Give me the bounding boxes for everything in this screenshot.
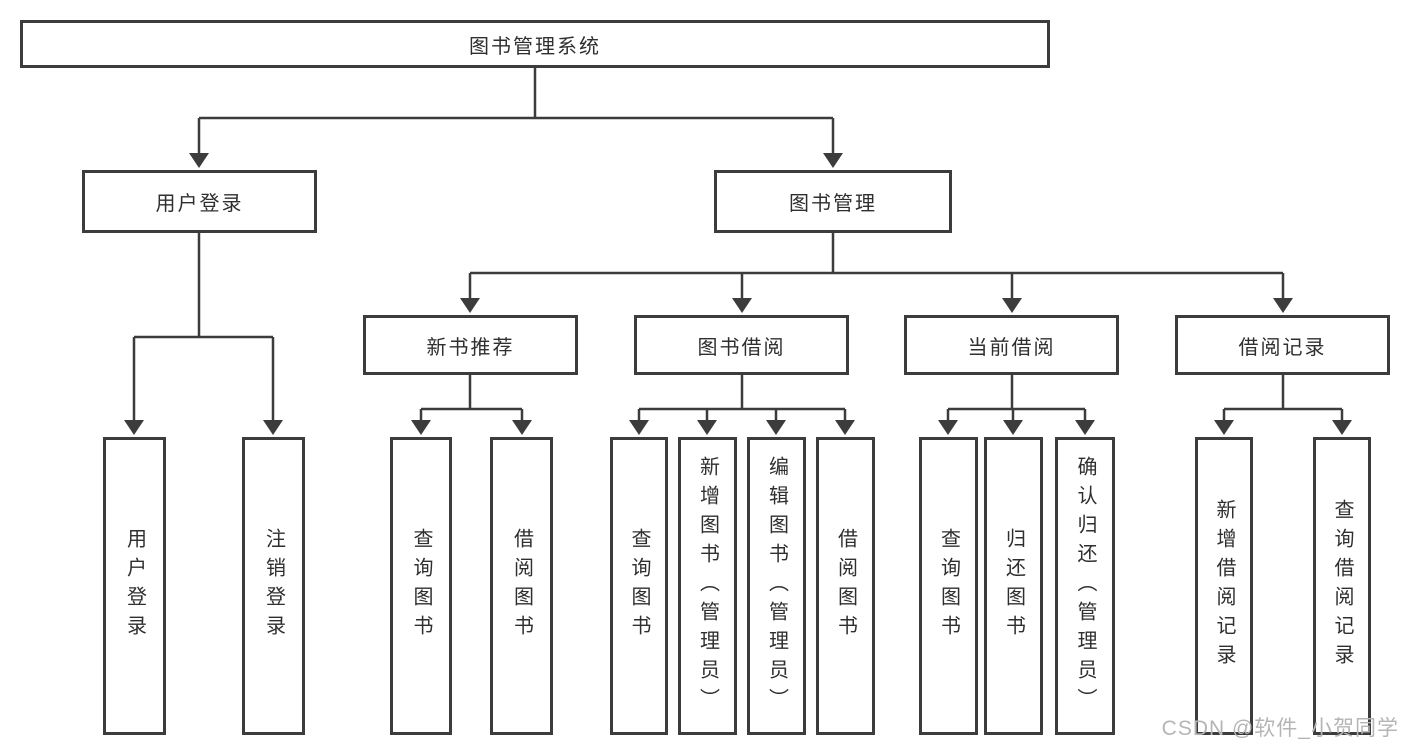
leaf-label: 归还图书: [1002, 528, 1025, 644]
leaf-borrow-books-borrowing: 借阅图书: [816, 437, 875, 735]
leaf-query-books-recommendation: 查询图书: [390, 437, 452, 735]
leaf-user-login: 用户登录: [103, 437, 166, 735]
leaf-query-borrow-record: 查询借阅记录: [1313, 437, 1371, 735]
node-label: 当前借阅: [967, 336, 1056, 359]
leaf-borrow-books-recommendation: 借阅图书: [490, 437, 553, 735]
leaf-edit-books-admin: 编辑图书（管理员）: [747, 437, 806, 735]
leaf-label: 编辑图书（管理员）: [765, 455, 788, 717]
leaf-label: 用户登录: [123, 528, 146, 644]
leaf-query-books-current: 查询图书: [919, 437, 978, 735]
csdn-watermark: CSDN @软件_小贺同学: [1161, 717, 1399, 740]
node-label: 用户登录: [155, 193, 244, 215]
node-book-borrowing: 图书借阅: [634, 315, 849, 375]
node-borrowing-records: 借阅记录: [1175, 315, 1390, 375]
leaf-label: 查询借阅记录: [1331, 499, 1353, 673]
leaf-add-books-admin: 新增图书（管理员）: [678, 437, 737, 735]
leaf-add-borrow-record: 新增借阅记录: [1195, 437, 1253, 735]
leaf-label: 借阅图书: [834, 528, 857, 644]
leaf-confirm-return-admin: 确认归还（管理员）: [1055, 437, 1115, 735]
node-book-management: 图书管理: [714, 170, 952, 233]
leaf-return-books: 归还图书: [984, 437, 1043, 735]
leaf-label: 查询图书: [628, 528, 650, 644]
leaf-label: 确认归还（管理员）: [1074, 455, 1096, 717]
node-label: 图书管理: [789, 193, 877, 215]
node-current-borrowing: 当前借阅: [904, 315, 1119, 375]
node-user-login: 用户登录: [82, 170, 317, 233]
leaf-label: 查询图书: [410, 528, 432, 644]
node-label: 图书管理系统: [469, 35, 601, 58]
node-label: 新书推荐: [426, 336, 515, 359]
leaf-query-books-borrowing: 查询图书: [610, 437, 668, 735]
leaf-label: 新增图书（管理员）: [696, 455, 719, 717]
node-new-book-recommendation: 新书推荐: [363, 315, 578, 375]
leaf-label: 借阅图书: [510, 528, 533, 644]
leaf-logout: 注销登录: [242, 437, 305, 735]
leaf-label: 新增借阅记录: [1213, 499, 1235, 673]
node-library-management-system: 图书管理系统: [20, 20, 1050, 68]
node-label: 借阅记录: [1238, 336, 1327, 359]
leaf-label: 查询图书: [937, 528, 960, 644]
leaf-label: 注销登录: [262, 528, 285, 644]
node-label: 图书借阅: [697, 336, 786, 359]
